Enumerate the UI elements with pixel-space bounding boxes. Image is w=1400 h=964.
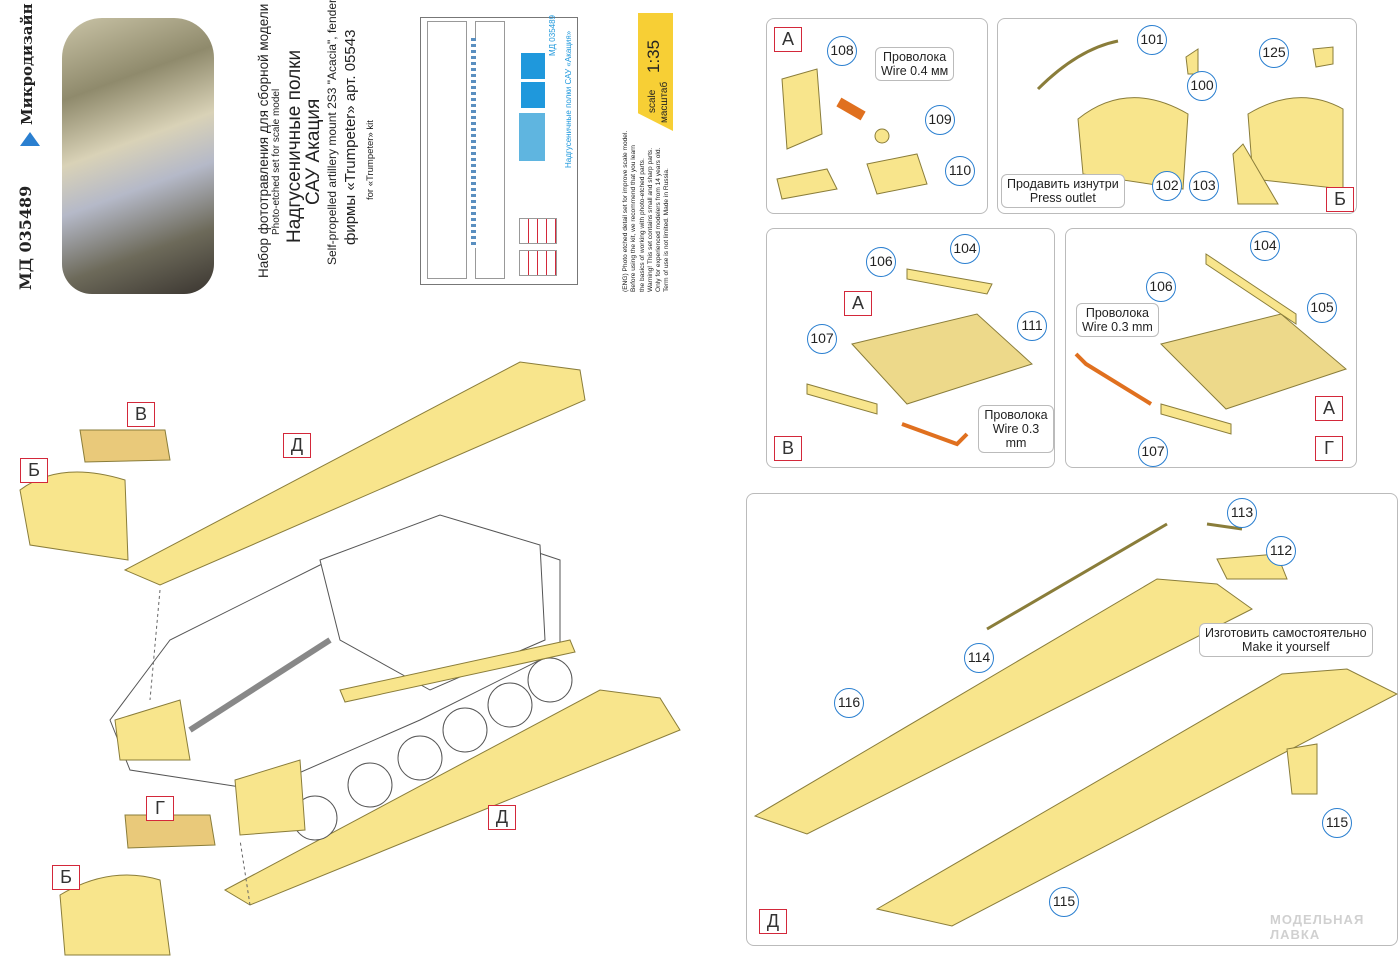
- fender-part: [19, 471, 129, 561]
- grille-part: [124, 814, 216, 849]
- tank-line-drawing: [109, 514, 561, 791]
- panel-a-letter: А: [774, 27, 802, 52]
- note-line: Make it yourself: [1242, 640, 1330, 654]
- main-assembly-drawing: [19, 361, 681, 956]
- note-line: Wire 0.4 мм: [881, 64, 949, 78]
- part-callout: 113: [1227, 498, 1257, 528]
- note-line: Проволока: [1085, 306, 1149, 320]
- part-callout: 103: [1189, 171, 1219, 201]
- part-callout: 106: [1146, 272, 1176, 302]
- label-b: Б: [52, 865, 80, 890]
- part-callout: 107: [1138, 437, 1168, 467]
- fender-part: [123, 361, 586, 586]
- part-callout: 105: [1307, 293, 1337, 323]
- part-callout: 104: [950, 234, 980, 264]
- part-callout: 102: [1152, 171, 1182, 201]
- panel-d-letter: Д: [759, 909, 787, 934]
- label-g: Г: [146, 796, 174, 821]
- note-line: Проволока: [883, 50, 947, 64]
- part-callout: 106: [866, 247, 896, 277]
- panel-b-letter: Б: [1326, 187, 1354, 212]
- part-callout: 116: [834, 688, 864, 718]
- part-callout: 111: [1017, 311, 1047, 341]
- note-line: Проволока: [984, 408, 1048, 422]
- panel-g-sub-letter: А: [1315, 396, 1343, 421]
- part-callout: 107: [807, 324, 837, 354]
- watermark: МОДЕЛЬНАЯ ЛАВКА: [1270, 912, 1365, 942]
- label-d: Д: [488, 805, 516, 830]
- part-callout: 110: [945, 156, 975, 186]
- part-callout: 104: [1250, 231, 1280, 261]
- logo-icon: [20, 132, 40, 146]
- grille-part: [79, 429, 171, 463]
- note-line: Wire 0.3 mm: [992, 422, 1040, 450]
- part-callout: 108: [827, 36, 857, 66]
- scale-tab: 1:35 scale масштаб: [638, 13, 673, 131]
- note-line: Изготовить самостоятельно: [1205, 626, 1367, 640]
- panel-v-sub-letter: А: [844, 291, 872, 316]
- label-v: В: [127, 402, 155, 427]
- part-callout: 112: [1266, 536, 1296, 566]
- note-line: Продавить изнутри: [1007, 177, 1119, 191]
- note-line: Press outlet: [1029, 191, 1096, 205]
- part-callout: 115: [1322, 808, 1352, 838]
- label-d: Д: [283, 433, 311, 458]
- panel-d: Д 113 112 114 116 115 115 Изготовить сам…: [746, 493, 1399, 946]
- part-callout: 100: [1187, 71, 1217, 101]
- note-line: Wire 0.3 mm: [1082, 320, 1153, 334]
- label-b: Б: [20, 458, 48, 483]
- part-callout: 115: [1049, 887, 1079, 917]
- part-callout: 114: [964, 643, 994, 673]
- part-callout: 125: [1259, 38, 1289, 68]
- tank-photo: [62, 18, 214, 294]
- panel-v-letter: В: [774, 436, 802, 461]
- etch-sheet-preview: Надгусеничные полки САУ «Акация» МД 0354…: [420, 15, 578, 285]
- fender-part: [223, 689, 681, 906]
- part-callout: 109: [925, 105, 955, 135]
- panel-g-letter: Г: [1315, 436, 1343, 461]
- part-callout: 101: [1137, 25, 1167, 55]
